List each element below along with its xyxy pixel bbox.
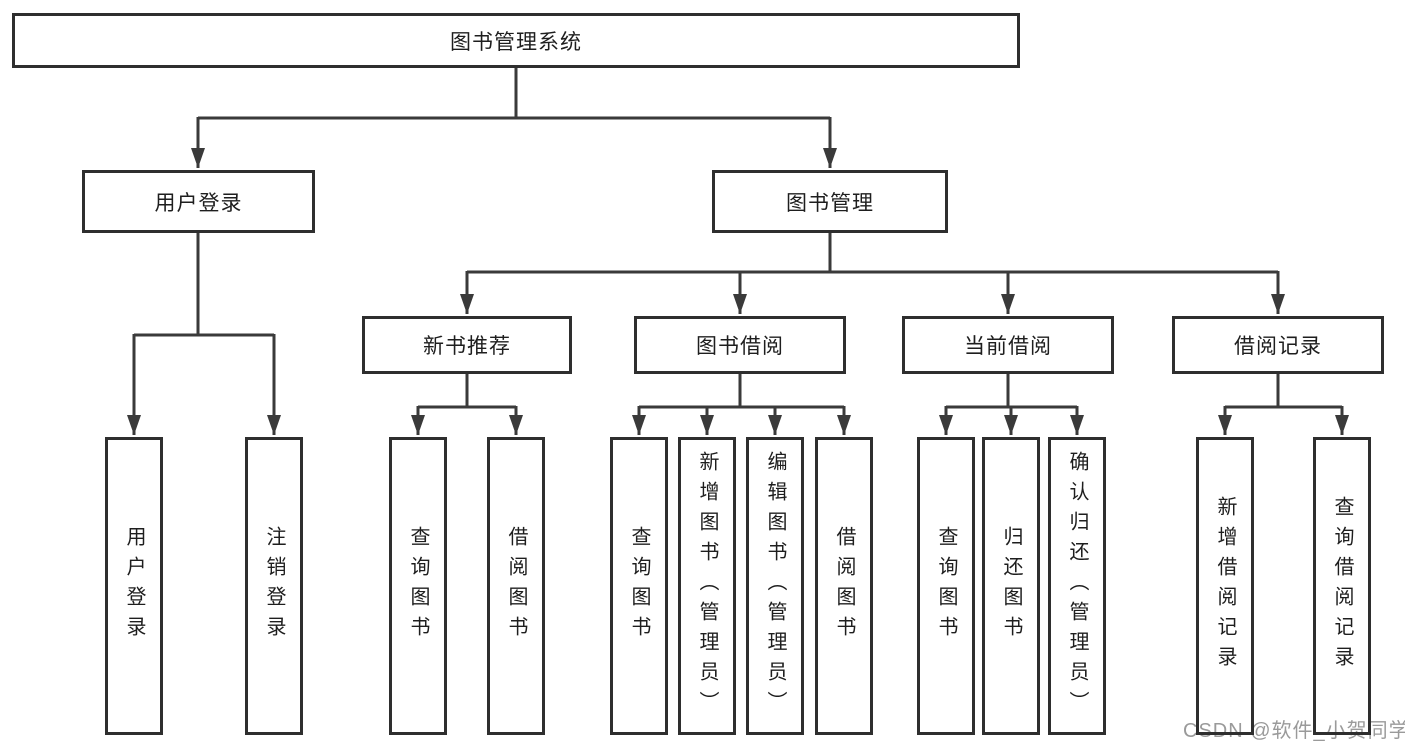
leaf-br-add-record-label: 新增借阅记录 [1214, 496, 1236, 676]
watermark: CSDN @软件_小贺同学 [1183, 720, 1405, 742]
node-book-borrow: 图书借阅 [634, 316, 846, 374]
node-current-borrow-label: 当前借阅 [964, 335, 1052, 358]
leaf-bb-query-books: 查询图书 [610, 437, 668, 735]
leaf-user-login: 用户登录 [105, 437, 163, 735]
leaf-nb-query-books: 查询图书 [389, 437, 447, 735]
leaf-bb-borrow-books: 借阅图书 [815, 437, 873, 735]
leaf-bb-edit-books-admin: 编辑图书（管理员） [746, 437, 804, 735]
node-user-login-label: 用户登录 [154, 191, 243, 215]
node-root-system: 图书管理系统 [12, 13, 1020, 68]
leaf-bb-edit-books-admin-label: 编辑图书（管理员） [764, 451, 786, 721]
leaf-cb-return-books-label: 归还图书 [1000, 526, 1022, 646]
node-borrow-records-label: 借阅记录 [1234, 335, 1322, 358]
node-new-book-recommend: 新书推荐 [362, 316, 572, 374]
leaf-nb-borrow-books: 借阅图书 [487, 437, 545, 735]
leaf-bb-add-books-admin-label: 新增图书（管理员） [696, 451, 718, 721]
leaf-bb-query-books-label: 查询图书 [628, 526, 650, 646]
leaf-nb-query-books-label: 查询图书 [407, 526, 429, 646]
leaf-br-query-record-label: 查询借阅记录 [1331, 496, 1353, 676]
leaf-br-query-record: 查询借阅记录 [1313, 437, 1371, 735]
leaf-cb-query-books: 查询图书 [917, 437, 975, 735]
node-root-label: 图书管理系统 [450, 30, 582, 54]
leaf-user-login-label: 用户登录 [123, 526, 145, 646]
node-new-book-recommend-label: 新书推荐 [423, 335, 511, 358]
node-book-borrow-label: 图书借阅 [696, 335, 784, 358]
node-book-management: 图书管理 [712, 170, 948, 233]
node-book-management-label: 图书管理 [786, 191, 874, 215]
node-borrow-records: 借阅记录 [1172, 316, 1384, 374]
node-user-login: 用户登录 [82, 170, 315, 233]
leaf-bb-add-books-admin: 新增图书（管理员） [678, 437, 736, 735]
leaf-cb-return-books: 归还图书 [982, 437, 1040, 735]
leaf-logout-label: 注销登录 [263, 526, 285, 646]
leaf-bb-borrow-books-label: 借阅图书 [833, 526, 855, 646]
leaf-br-add-record: 新增借阅记录 [1196, 437, 1254, 735]
leaf-logout: 注销登录 [245, 437, 303, 735]
leaf-cb-confirm-return-admin: 确认归还（管理员） [1048, 437, 1106, 735]
node-current-borrow: 当前借阅 [902, 316, 1114, 374]
leaf-cb-confirm-return-admin-label: 确认归还（管理员） [1066, 451, 1088, 721]
leaf-nb-borrow-books-label: 借阅图书 [505, 526, 527, 646]
leaf-cb-query-books-label: 查询图书 [935, 526, 957, 646]
